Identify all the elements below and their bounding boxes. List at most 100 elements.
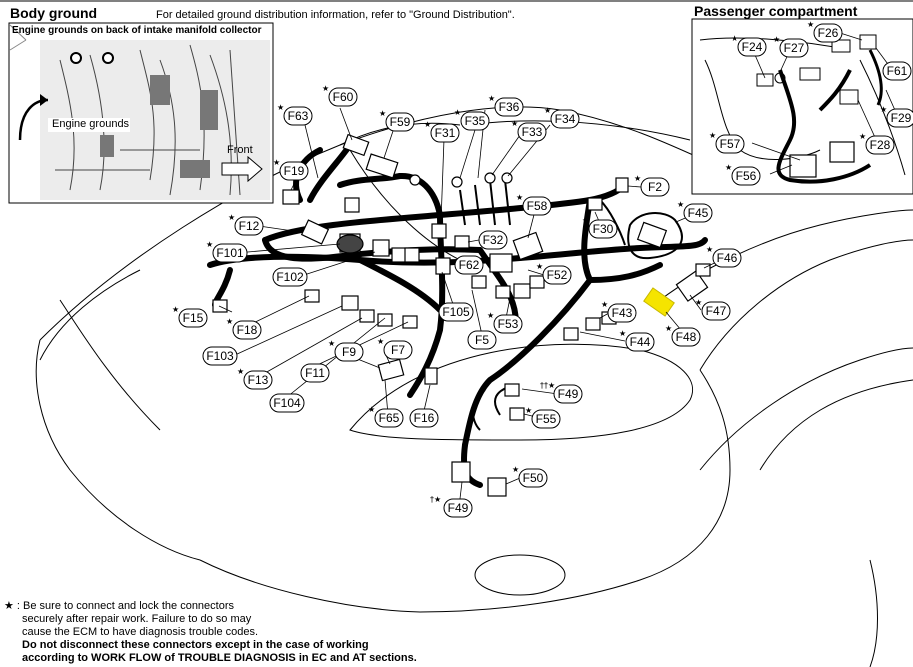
connector-id: F45 <box>688 206 709 220</box>
footnote-line-1: Be sure to connect and lock the connecto… <box>23 600 235 612</box>
star-icon: ★ <box>544 106 551 115</box>
connector-label-f24: F24 ★ <box>731 34 767 57</box>
star-icon: ★ <box>582 216 589 225</box>
connector-label-f27: F27★ <box>773 35 809 58</box>
passenger-compartment-title: Passenger compartment <box>694 3 858 19</box>
connector-label-f62: F62 <box>454 255 484 275</box>
connector-label-f65: F65 ★ <box>368 405 404 428</box>
connector-id: F33 <box>522 125 543 139</box>
connector-id: F31 <box>435 126 456 140</box>
connector-id: F58 <box>527 199 548 213</box>
star-icon: ★ <box>731 34 738 43</box>
connector-id: F16 <box>414 411 435 425</box>
connector-label-f57: F57★ <box>709 131 745 154</box>
connector-label-f52: F52 ★ <box>536 262 572 285</box>
connector-label-f33: F33★ <box>511 119 547 142</box>
connector-label-f44: F44★ <box>619 329 655 352</box>
connector-id: F60 <box>333 90 354 104</box>
connector-id: F65 <box>379 411 400 425</box>
connector-id: F101 <box>216 246 244 260</box>
connector-label-f18: F18★ <box>226 317 262 340</box>
connector-label-f2: F2★ <box>634 174 670 197</box>
star-icon: ★ <box>807 20 814 29</box>
connector-id: F46 <box>717 251 738 265</box>
connector-label-f12: F12★ <box>228 213 264 236</box>
connector-label-f36: F36★ <box>488 94 524 117</box>
connector-label-f102: F102 <box>272 267 308 287</box>
footnote-bold-2: according to WORK FLOW of TROUBLE DIAGNO… <box>22 652 417 664</box>
star-icon: ★ <box>424 120 431 129</box>
star-icon: ★ <box>172 305 179 314</box>
connector-id: F35 <box>465 114 486 128</box>
connector-label-f11: F11 <box>300 363 330 383</box>
connector-id: F26 <box>818 26 839 40</box>
star-icon: ★ <box>677 200 684 209</box>
connector-id: F43 <box>612 306 633 320</box>
connector-label-f32: F32 <box>478 230 508 250</box>
connector-label-f5: F5 <box>467 330 497 350</box>
star-icon: ★ <box>379 109 386 118</box>
connector-id: F24 <box>742 40 763 54</box>
star-icon: ★ <box>706 245 713 254</box>
connector-id: F19 <box>284 164 305 178</box>
connector-label-f56: F56★ <box>725 163 761 186</box>
connector-id: F104 <box>273 396 301 410</box>
connector-id: F28 <box>870 138 891 152</box>
connector-label-f49a: F49††★ <box>540 381 583 404</box>
connector-id: F59 <box>390 115 411 129</box>
connector-label-f104: F104 <box>269 393 305 413</box>
connector-id: F18 <box>237 323 258 337</box>
connector-label-f28: F28 ★ <box>859 132 895 155</box>
connector-id: F55 <box>536 412 557 426</box>
connector-label-f63: F63★ <box>277 103 313 126</box>
front-arrow-icon <box>221 155 263 183</box>
connector-label-f49b: F49†★ <box>430 495 473 518</box>
front-label: Front <box>227 144 253 156</box>
connector-label-f48: F48★ <box>665 324 701 347</box>
connector-label-f29: F29★ <box>880 105 913 128</box>
connector-label-f55: F55★ <box>525 406 561 429</box>
star-icon: ★ <box>277 103 284 112</box>
connector-id: F36 <box>499 100 520 114</box>
connector-label-f13: F13★ <box>237 367 273 390</box>
star-icon: ★ <box>454 108 461 117</box>
connector-label-f47: F47★ <box>695 298 731 321</box>
star-icon: ★ <box>487 311 494 320</box>
body-ground-title: Body ground <box>10 5 98 21</box>
connector-id: F12 <box>239 219 260 233</box>
star-icon: ★ <box>536 262 543 271</box>
footnote-symbol: ★ : <box>4 600 20 612</box>
star-icon: ★ <box>601 300 608 309</box>
star-icon: ★ <box>368 405 375 414</box>
star-icon: ★ <box>322 84 329 93</box>
connector-id: F15 <box>183 311 204 325</box>
star-icon: ★ <box>859 132 866 141</box>
connector-id: F102 <box>276 270 304 284</box>
engine-grounds-label: Engine grounds <box>52 118 130 130</box>
connector-id: F52 <box>547 268 568 282</box>
star-icon: ★ <box>328 339 335 348</box>
star-icon: ★ <box>512 465 519 474</box>
star-icon: ★ <box>709 131 716 140</box>
connector-id: F49 <box>448 501 469 515</box>
connector-label-f7: F7★ <box>377 337 413 360</box>
connector-label-f34: F34 ★ <box>544 106 580 129</box>
connector-id: F5 <box>475 333 489 347</box>
connector-label-f15: F15 ★ <box>172 305 208 328</box>
ground-distribution-note: For detailed ground distribution informa… <box>156 9 515 21</box>
connector-id: F13 <box>248 373 269 387</box>
connector-id: F34 <box>555 112 576 126</box>
connector-id: F29 <box>891 111 912 125</box>
engine-grounds-inset-title: Engine grounds on back of intake manifol… <box>12 25 262 36</box>
connector-label-f16: F16 <box>409 408 439 428</box>
connector-label-f35: F35 ★ <box>454 108 490 131</box>
vehicle-outline <box>35 106 913 667</box>
footnote-line-3: cause the ECM to have diagnosis trouble … <box>22 626 259 638</box>
connector-id: F49 <box>558 387 579 401</box>
footnote: ★ : Be sure to connect and lock the conn… <box>4 600 417 665</box>
connector-id: F32 <box>483 233 504 247</box>
star-icon: ★ <box>206 240 213 249</box>
connector-label-f101: F101★ <box>206 240 248 263</box>
star-icon: ††★ <box>540 381 555 390</box>
